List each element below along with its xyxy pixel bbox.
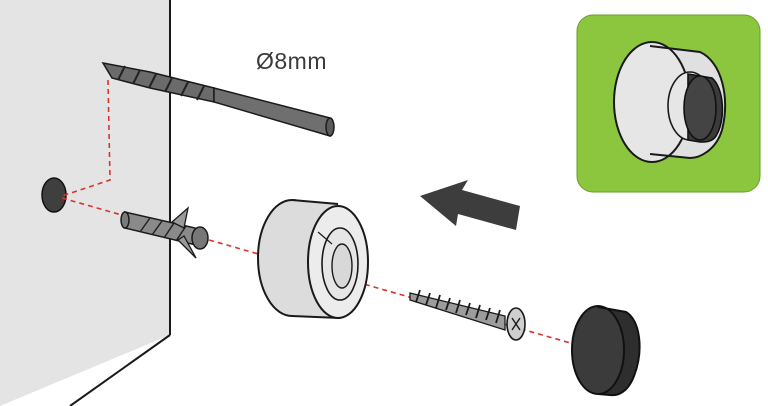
wall — [0, 0, 171, 406]
alignment-lines — [61, 79, 631, 361]
drill-bit — [101, 61, 335, 138]
drill-size-label: Ø8mm — [256, 48, 327, 74]
wall-plug — [120, 206, 209, 259]
rubber-cap — [571, 305, 641, 397]
wall-hole — [41, 177, 67, 213]
screw — [409, 289, 526, 341]
assembled-preview-inset — [576, 14, 761, 193]
direction-arrow — [420, 180, 520, 230]
door-stop-ring — [257, 199, 369, 319]
